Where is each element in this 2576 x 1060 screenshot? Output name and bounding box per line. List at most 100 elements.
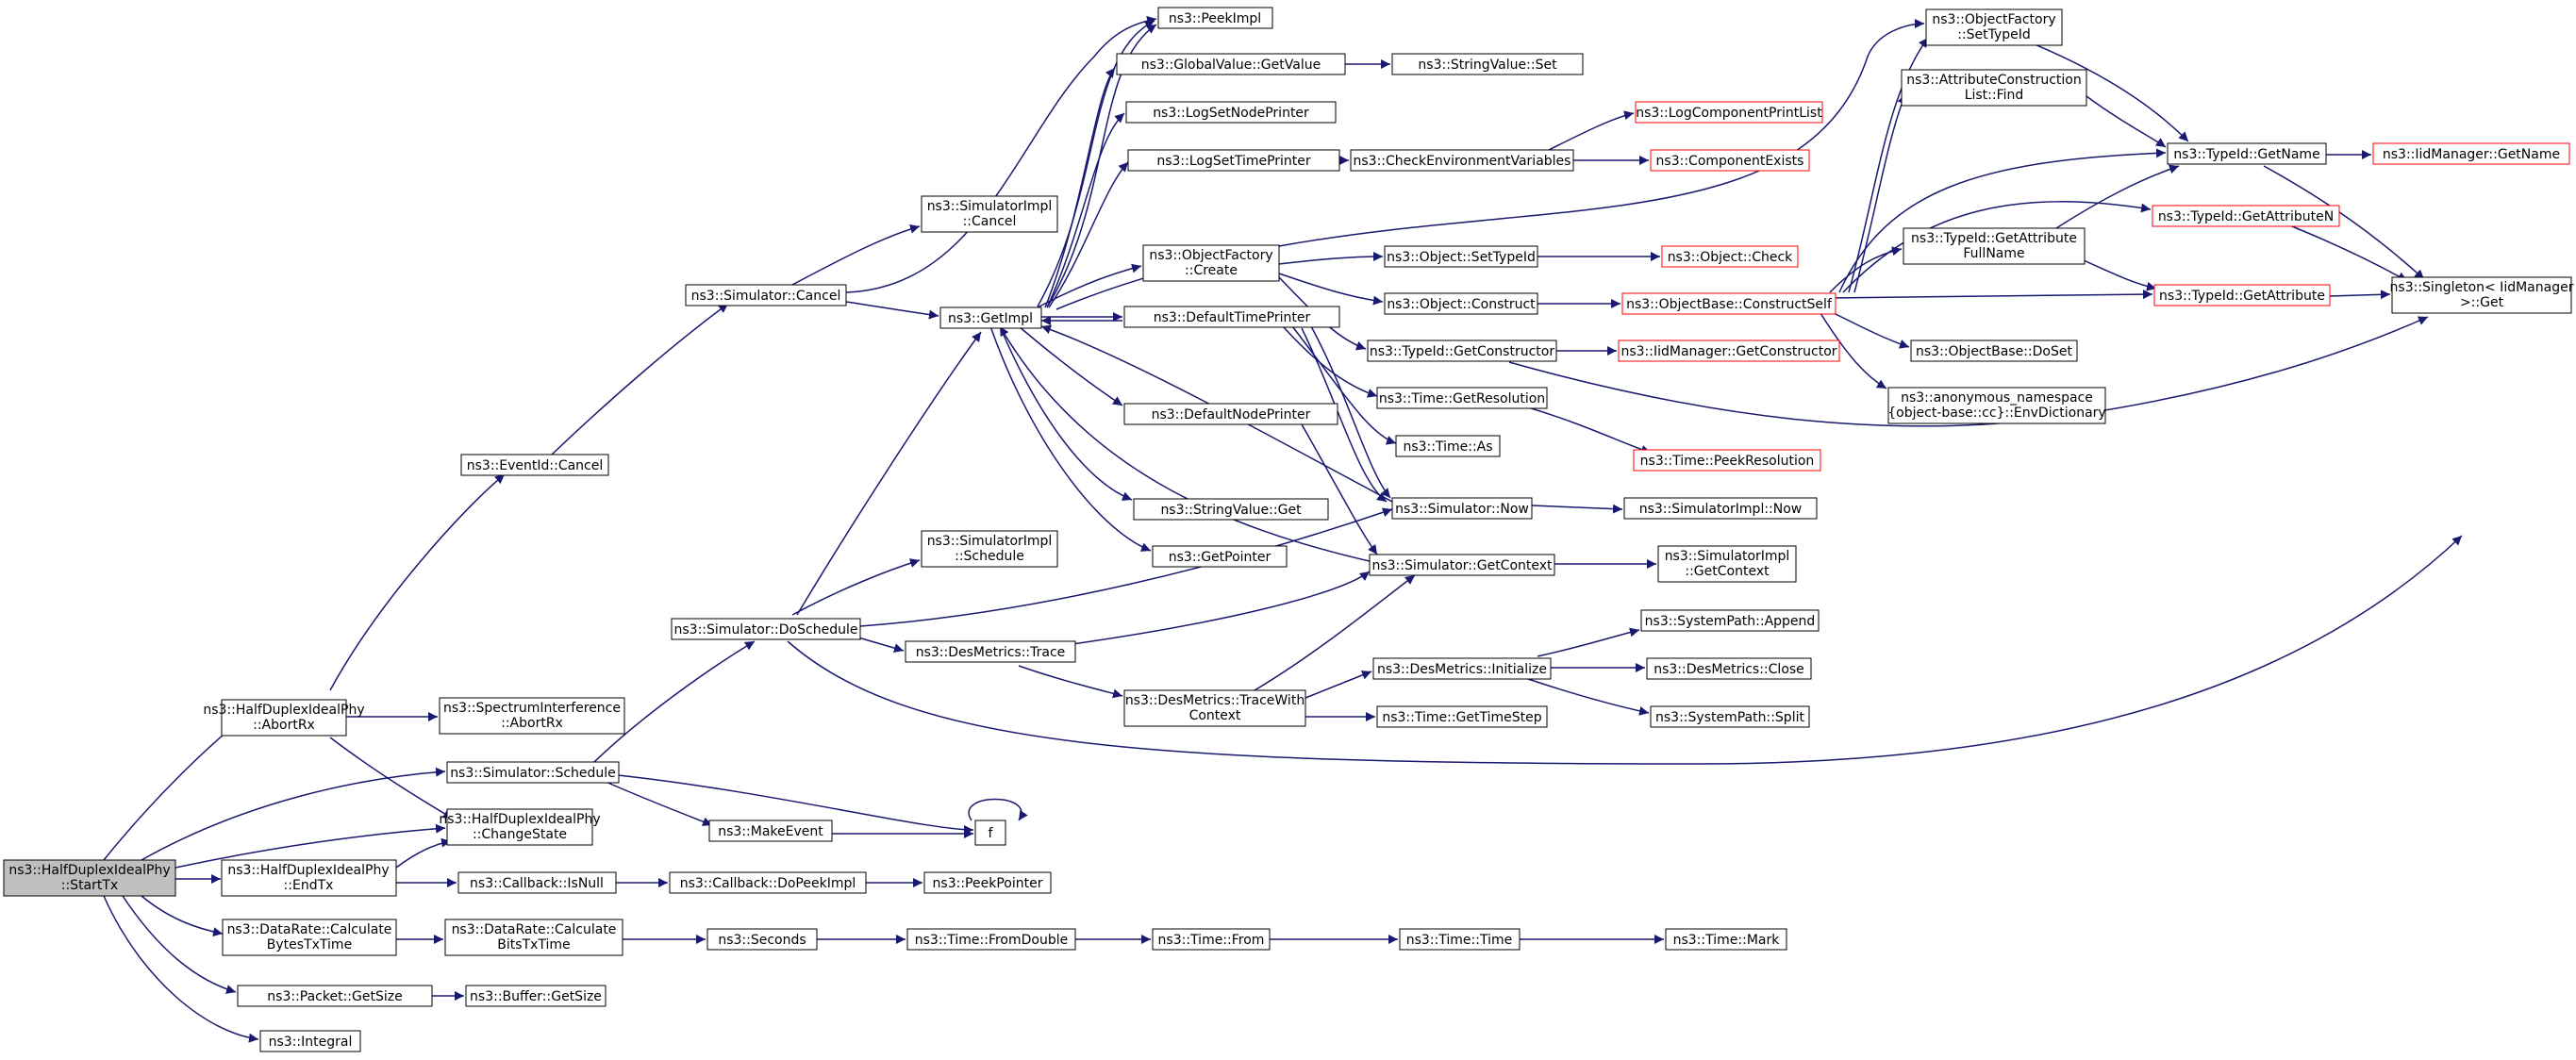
node-tidgetattrn[interactable]: ns3::TypeId::GetAttributeN bbox=[2152, 205, 2340, 227]
node-makeevent[interactable]: ns3::MakeEvent bbox=[708, 820, 833, 842]
node-endtx[interactable]: ns3::HalfDuplexIdealPhy ::EndTx bbox=[221, 859, 397, 897]
node-fromdouble[interactable]: ns3::Time::FromDouble bbox=[906, 928, 1076, 951]
node-label: Context bbox=[1189, 708, 1241, 723]
node-simnow[interactable]: ns3::Simulator::Now bbox=[1391, 497, 1533, 520]
node-acfind[interactable]: ns3::AttributeConstruction List::Find bbox=[1901, 69, 2087, 107]
node-simimplctx[interactable]: ns3::SimulatorImpl ::GetContext bbox=[1657, 545, 1797, 583]
node-changestate[interactable]: ns3::HalfDuplexIdealPhy ::ChangeState bbox=[439, 808, 601, 846]
node-label: ns3::TypeId::GetName bbox=[2173, 147, 2319, 162]
node-iidgetctor[interactable]: ns3::IidManager::GetConstructor bbox=[1618, 340, 1840, 362]
node-destracectx[interactable]: ns3::DesMetrics::TraceWith Context bbox=[1123, 689, 1306, 727]
node-ofcreate[interactable]: ns3::ObjectFactory ::Create bbox=[1142, 244, 1280, 282]
node-timeres[interactable]: ns3::Time::GetResolution bbox=[1376, 387, 1548, 409]
node-tidgetattr[interactable]: ns3::TypeId::GetAttribute bbox=[2153, 284, 2331, 306]
node-starttx[interactable]: ns3::HalfDuplexIdealPhy ::StartTx bbox=[3, 859, 176, 897]
node-box bbox=[457, 871, 617, 894]
node-timeas[interactable]: ns3::Time::As bbox=[1395, 435, 1501, 457]
node-peekpointer[interactable]: ns3::PeekPointer bbox=[923, 871, 1052, 894]
node-logcomplist[interactable]: ns3::LogComponentPrintList bbox=[1635, 101, 1823, 124]
node-objsettid[interactable]: ns3::Object::SetTypeId bbox=[1384, 245, 1538, 268]
node-label: ns3::SimulatorImpl bbox=[1665, 549, 1790, 564]
node-calcbits[interactable]: ns3::DataRate::Calculate BitsTxTime bbox=[444, 919, 623, 956]
edge-destracectx-simgetctx bbox=[1254, 574, 1416, 691]
node-obconstructself[interactable]: ns3::ObjectBase::ConstructSelf bbox=[1621, 292, 1836, 315]
node-seconds[interactable]: ns3::Seconds bbox=[706, 928, 818, 951]
node-doschedule[interactable]: ns3::Simulator::DoSchedule bbox=[671, 618, 861, 640]
edge-doschedule-simimplsched bbox=[791, 558, 921, 616]
node-objcheck[interactable]: ns3::Object::Check bbox=[1661, 245, 1799, 268]
node-label: ns3::GetImpl bbox=[948, 311, 1033, 326]
node-syssplit[interactable]: ns3::SystemPath::Split bbox=[1650, 705, 1810, 728]
node-abortrx[interactable]: ns3::HalfDuplexIdealPhy ::AbortRx bbox=[203, 699, 365, 737]
node-checkenv[interactable]: ns3::CheckEnvironmentVariables bbox=[1350, 149, 1574, 172]
node-anonenv[interactable]: ns3::anonymous_namespace {object-base::c… bbox=[1887, 387, 2106, 424]
node-box bbox=[1152, 545, 1288, 568]
node-box bbox=[1901, 69, 2087, 107]
node-logtime[interactable]: ns3::LogSetTimePrinter bbox=[1127, 149, 1340, 172]
node-label: ::StartTx bbox=[61, 878, 118, 893]
node-singleton[interactable]: ns3::Singleton< IidManager >::Get bbox=[2390, 276, 2574, 314]
node-buffersize[interactable]: ns3::Buffer::GetSize bbox=[465, 985, 607, 1007]
node-timefrom[interactable]: ns3::Time::From bbox=[1152, 928, 1271, 951]
node-box bbox=[1123, 403, 1338, 425]
node-destrace[interactable]: ns3::DesMetrics::Trace bbox=[905, 640, 1076, 663]
node-defnode[interactable]: ns3::DefaultNodePrinter bbox=[1123, 403, 1338, 425]
node-dopeekimpl[interactable]: ns3::Callback::DoPeekImpl bbox=[669, 871, 867, 894]
node-compexists[interactable]: ns3::ComponentExists bbox=[1650, 149, 1810, 172]
edge-deftime-timeres bbox=[1282, 325, 1378, 398]
edge-desinit-syssplit bbox=[1527, 678, 1650, 716]
node-svget[interactable]: ns3::StringValue::Get bbox=[1133, 498, 1329, 521]
node-lognode[interactable]: ns3::LogSetNodePrinter bbox=[1125, 101, 1337, 124]
edge-starttx-pktsize bbox=[122, 895, 237, 994]
node-deftime[interactable]: ns3::DefaultTimePrinter bbox=[1123, 306, 1340, 328]
edge-eventcancel-simcancel bbox=[551, 303, 729, 455]
node-peekres[interactable]: ns3::Time::PeekResolution bbox=[1633, 449, 1821, 472]
node-specabort[interactable]: ns3::SpectrumInterference ::AbortRx bbox=[439, 697, 625, 735]
node-timemark[interactable]: ns3::Time::Mark bbox=[1665, 928, 1787, 951]
node-label: ns3::Simulator::Cancel bbox=[691, 289, 841, 304]
node-iidgetname[interactable]: ns3::IidManager::GetName bbox=[2372, 142, 2570, 165]
node-label: ns3::EventId::Cancel bbox=[467, 458, 604, 473]
node-simimplcancel[interactable]: ns3::SimulatorImpl ::Cancel bbox=[921, 195, 1058, 233]
node-desclose[interactable]: ns3::DesMetrics::Close bbox=[1646, 657, 1812, 680]
node-box bbox=[1391, 497, 1533, 520]
node-svset[interactable]: ns3::StringValue::Set bbox=[1391, 53, 1584, 75]
node-label: ns3::Time::GetTimeStep bbox=[1382, 710, 1541, 725]
node-tidgetattrfull[interactable]: ns3::TypeId::GetAttribute FullName bbox=[1903, 227, 2086, 265]
node-gvget[interactable]: ns3::GlobalValue::GetValue bbox=[1116, 53, 1346, 75]
node-label: ns3::Time::Time bbox=[1406, 933, 1512, 948]
node-peekimpl[interactable]: ns3::PeekImpl bbox=[1157, 7, 1273, 29]
node-obdoset[interactable]: ns3::ObjectBase::DoSet bbox=[1910, 340, 2078, 362]
node-box bbox=[1133, 498, 1329, 521]
node-label: ns3::Seconds bbox=[718, 933, 806, 948]
node-ofsettid[interactable]: ns3::ObjectFactory ::SetTypeId bbox=[1925, 8, 2063, 46]
node-box bbox=[1384, 245, 1538, 268]
node-eventcancel[interactable]: ns3::EventId::Cancel bbox=[460, 454, 609, 476]
node-simcancel[interactable]: ns3::Simulator::Cancel bbox=[685, 284, 847, 306]
node-simgetctx[interactable]: ns3::Simulator::GetContext bbox=[1369, 554, 1555, 576]
node-tidgetctor[interactable]: ns3::TypeId::GetConstructor bbox=[1367, 340, 1557, 362]
node-sysappend[interactable]: ns3::SystemPath::Append bbox=[1640, 609, 1820, 632]
node-timestep[interactable]: ns3::Time::GetTimeStep bbox=[1376, 705, 1548, 728]
node-tidgetname[interactable]: ns3::TypeId::GetName bbox=[2167, 142, 2327, 165]
node-desinit[interactable]: ns3::DesMetrics::Initialize bbox=[1372, 657, 1552, 680]
node-box bbox=[3, 859, 176, 897]
edge-doschedule-getimpl bbox=[796, 331, 982, 616]
node-simimplnow[interactable]: ns3::SimulatorImpl::Now bbox=[1623, 497, 1818, 520]
node-schedule[interactable]: ns3::Simulator::Schedule bbox=[446, 761, 620, 784]
node-label: ns3::DesMetrics::TraceWith bbox=[1125, 693, 1305, 708]
node-label: ns3::Integral bbox=[269, 1035, 353, 1050]
node-simimplsched[interactable]: ns3::SimulatorImpl ::Schedule bbox=[921, 530, 1058, 568]
node-pktsize[interactable]: ns3::Packet::GetSize bbox=[237, 985, 433, 1007]
node-integral[interactable]: ns3::Integral bbox=[259, 1030, 361, 1052]
node-objconstruct[interactable]: ns3::Object::Construct bbox=[1384, 292, 1538, 315]
node-calcbytes[interactable]: ns3::DataRate::Calculate BytesTxTime bbox=[222, 919, 397, 956]
node-timetime[interactable]: ns3::Time::Time bbox=[1399, 928, 1521, 951]
edge-getimpl-peekimpl bbox=[1037, 20, 1155, 307]
node-f[interactable]: f bbox=[974, 820, 1006, 846]
node-isnull[interactable]: ns3::Callback::IsNull bbox=[457, 871, 617, 894]
node-getpointer[interactable]: ns3::GetPointer bbox=[1152, 545, 1288, 568]
node-getimpl[interactable]: ns3::GetImpl bbox=[939, 306, 1042, 329]
node-box bbox=[446, 761, 620, 784]
node-label: ns3::SpectrumInterference bbox=[443, 701, 621, 716]
